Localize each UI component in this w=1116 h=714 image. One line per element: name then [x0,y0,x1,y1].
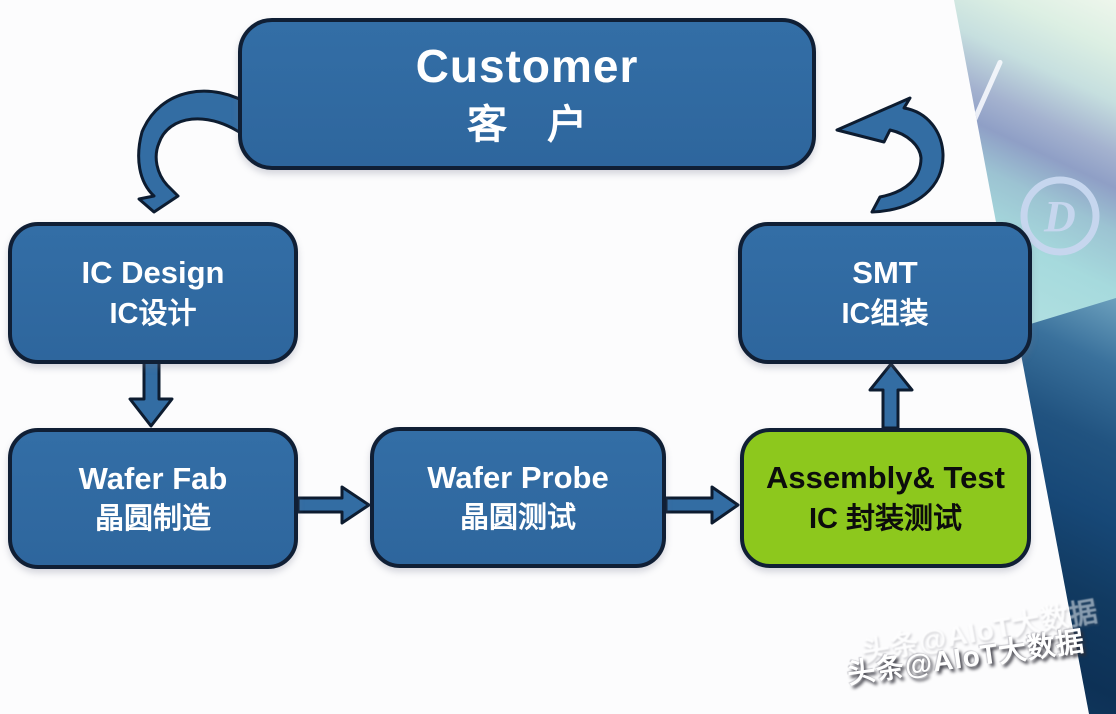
node-ic-design-label-zh: IC设计 [109,297,197,330]
curved-arrow-customer-to-ic-design-icon [137,89,252,214]
node-smt-label-zh: IC组装 [841,297,929,330]
node-ic-design-label-en: IC Design [81,255,225,290]
node-assembly-test-label-en: Assembly& Test [766,460,1005,495]
node-assembly-test-label-zh: IC 封装测试 [808,502,963,535]
node-smt: SMT IC组装 [738,222,1032,364]
node-wafer-fab: Wafer Fab 晶圆制造 [8,428,298,569]
node-customer-label-en: Customer [415,40,639,93]
node-assembly-test: Assembly& Test IC 封装测试 [740,428,1031,568]
photo-circle-logo-icon: D [1020,176,1100,256]
node-customer: Customer 客 户 [238,18,816,170]
arrow-wafer-fab-to-wafer-probe-icon [298,485,371,525]
node-wafer-probe-label-zh: 晶圆测试 [459,502,576,535]
curved-arrow-smt-to-customer-icon [835,96,945,214]
node-ic-design: IC Design IC设计 [8,222,298,364]
node-wafer-fab-label-zh: 晶圆制造 [94,503,211,536]
arrow-assembly-to-smt-icon [868,362,914,430]
arrow-wafer-probe-to-assembly-icon [666,485,740,525]
arrow-ic-design-to-wafer-fab-icon [128,357,174,428]
node-wafer-probe-label-en: Wafer Probe [427,459,609,495]
node-customer-label-zh: 客 户 [467,101,587,147]
photo-logo-letter: D [1043,192,1076,241]
node-wafer-fab-label-en: Wafer Fab [78,460,228,496]
node-smt-label-en: SMT [852,255,918,290]
node-wafer-probe: Wafer Probe 晶圆测试 [370,427,666,568]
